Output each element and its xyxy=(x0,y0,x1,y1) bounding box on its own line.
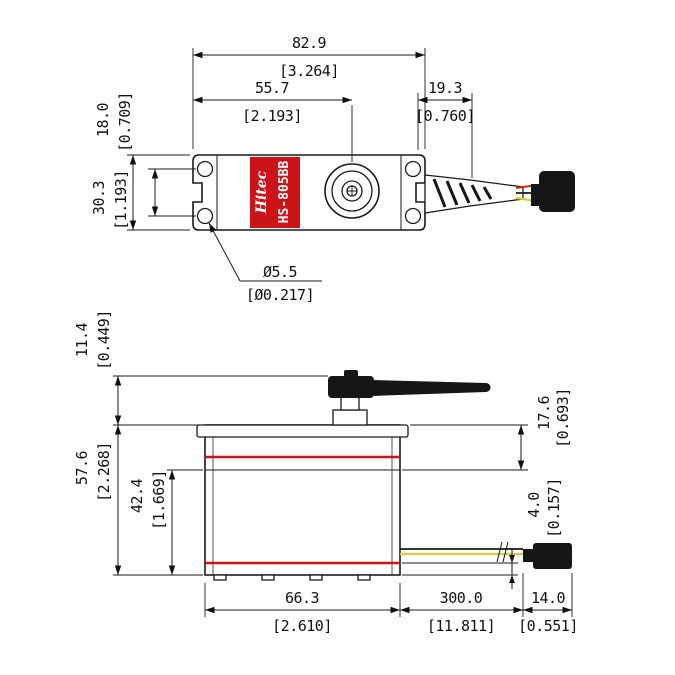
arrowhead xyxy=(509,555,515,563)
dim-wire-length: 300.0 [11.811] xyxy=(400,573,524,635)
dim-connector-length: 14.0 [0.551] xyxy=(518,573,578,635)
dim-value-mm: 55.7 xyxy=(255,79,289,97)
dim-value-in: [Ø0.217] xyxy=(246,286,314,304)
dim-value-mm: Ø5.5 xyxy=(263,263,297,281)
dim-value-mm: 19.3 xyxy=(428,79,462,97)
connector-plug-side xyxy=(533,543,572,569)
dim-value-mm: 82.9 xyxy=(292,34,327,52)
wire-break-mark xyxy=(502,541,509,563)
product-label xyxy=(250,157,300,228)
connector-neck-side xyxy=(523,549,533,562)
twist-mark xyxy=(445,180,459,206)
dim-value-in: [0.709] xyxy=(116,92,134,152)
dim-value-in: [0.693] xyxy=(554,388,572,448)
twist-mark xyxy=(458,182,471,204)
mounting-hole-top-right xyxy=(404,160,422,178)
connector-neck-top-view xyxy=(531,184,540,206)
model-number-text: HS-805BB xyxy=(277,161,292,224)
wire-twist-marks xyxy=(432,178,493,208)
servo-horn xyxy=(328,370,491,398)
dim-value-in: [2.193] xyxy=(242,107,302,125)
dim-right-span: 19.3 [0.760] xyxy=(415,79,475,178)
dim-depth: 30.3 [1.193] xyxy=(90,154,190,231)
horn-arm xyxy=(372,380,486,396)
dim-value-in: [3.264] xyxy=(279,62,339,80)
top-view-case-outline xyxy=(192,154,426,231)
output-shaft xyxy=(324,163,380,219)
dim-value-mm: 14.0 xyxy=(531,589,566,607)
brand-logo-text: Hitec xyxy=(254,170,270,214)
dim-value-in: [1.193] xyxy=(112,170,130,230)
dim-value-mm: 17.6 xyxy=(535,395,553,430)
dim-value-in: [0.157] xyxy=(545,478,563,538)
dim-value-mm: 42.4 xyxy=(128,478,146,513)
dim-hole-span: 18.0 [0.709] xyxy=(94,92,196,217)
dim-value-in: [0.760] xyxy=(415,107,475,125)
dim-seam: 4.0 [0.157] xyxy=(402,478,563,589)
arrowhead xyxy=(509,575,515,583)
top-view: Hitec HS-805BB 82.9 xyxy=(90,34,575,304)
twist-mark xyxy=(432,178,447,208)
dim-upper-case: 17.6 [0.693] xyxy=(402,388,572,471)
dim-hole-diameter: Ø5.5 [Ø0.217] xyxy=(208,222,322,304)
horn-arm-tip xyxy=(481,383,491,392)
dim-horn-height: 11.4 [0.449] xyxy=(73,310,328,426)
dim-value-mm: 18.0 xyxy=(94,102,112,137)
dim-value-in: [0.551] xyxy=(518,617,578,635)
dim-lower-case: 42.4 [1.669] xyxy=(128,469,203,575)
mounting-hole-bottom-left xyxy=(196,207,214,225)
connector-plug-top-view xyxy=(539,171,575,212)
dim-value-in: [0.449] xyxy=(95,310,113,370)
dim-value-mm: 11.4 xyxy=(73,322,91,357)
shaft-neck xyxy=(340,395,360,411)
side-mounting-flange xyxy=(196,424,409,438)
case-foot xyxy=(309,574,323,581)
dim-body-length: 66.3 [2.610] xyxy=(204,583,401,635)
dim-value-mm: 4.0 xyxy=(525,492,543,518)
dim-value-mm: 30.3 xyxy=(90,181,108,215)
dim-value-mm: 57.6 xyxy=(73,450,91,485)
case-foot xyxy=(213,574,227,581)
wire-break-mark xyxy=(496,541,503,563)
twist-mark xyxy=(470,184,482,202)
dim-value-in: [2.610] xyxy=(272,617,332,635)
dim-value-in: [1.669] xyxy=(150,470,168,530)
mounting-hole-bottom-right xyxy=(404,207,422,225)
dim-overall-width: 82.9 [3.264] xyxy=(192,34,426,149)
dim-value-in: [11.811] xyxy=(427,617,495,635)
side-view: 11.4 [0.449] 57.6 [2.268] 42.4 [1.669] 1… xyxy=(73,310,578,635)
horn-hub xyxy=(328,376,374,398)
side-case-body xyxy=(204,424,401,576)
dim-value-mm: 300.0 xyxy=(440,589,483,607)
dim-case-height: 57.6 [2.268] xyxy=(73,425,203,576)
shaft-boss xyxy=(332,409,368,426)
horn-screw xyxy=(344,370,358,377)
dim-value-in: [2.268] xyxy=(95,442,113,502)
twist-mark xyxy=(482,186,493,200)
leader-line xyxy=(208,222,241,282)
case-foot xyxy=(261,574,275,581)
mounting-hole-top-left xyxy=(196,160,214,178)
case-foot xyxy=(357,574,371,581)
dim-shaft-offset: 55.7 [2.193] xyxy=(193,79,353,162)
dim-value-mm: 66.3 xyxy=(285,589,319,607)
